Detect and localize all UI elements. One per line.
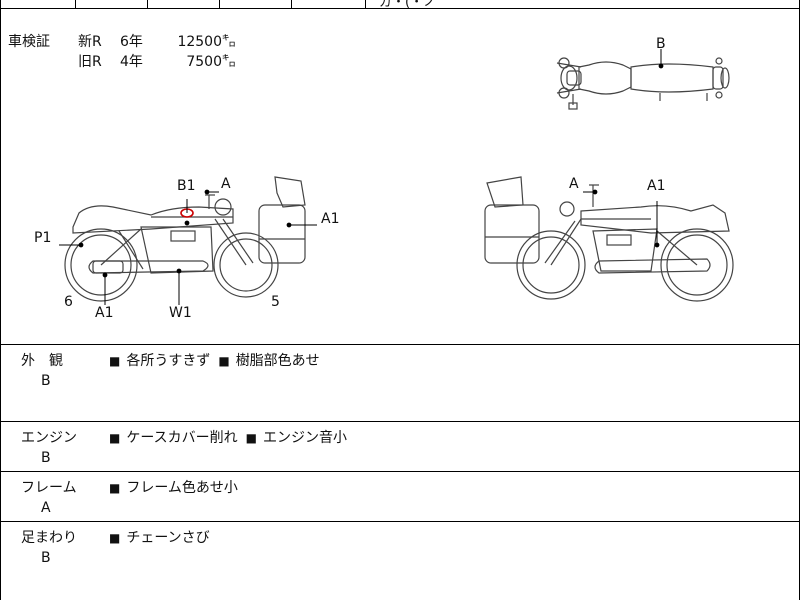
condition-grade: B <box>41 373 51 389</box>
inspection-years: 4年 <box>120 54 143 70</box>
condition-row-suspension: 足まわり B ■チェーンさび <box>1 522 799 600</box>
condition-grade: B <box>41 450 51 466</box>
motorcycle-left-view <box>64 176 306 302</box>
label-6: 6 <box>64 294 73 310</box>
condition-category: 外 観 <box>21 353 63 369</box>
condition-notes: ■フレーム色あせ小 <box>109 480 238 496</box>
top-cell <box>147 0 220 8</box>
label-b1: B1 <box>177 178 196 194</box>
label-5: 5 <box>271 294 280 310</box>
condition-row-engine: エンジン B ■ケースカバー削れ■エンジン音小 <box>1 422 799 472</box>
motorcycle-top-view <box>556 57 730 110</box>
condition-category: 足まわり <box>21 530 77 546</box>
condition-note: 各所うすきず <box>126 353 211 369</box>
label-a-right: A <box>569 176 579 192</box>
condition-grade: A <box>41 500 51 516</box>
label-a1-right: A1 <box>647 178 665 194</box>
top-cell <box>75 0 148 8</box>
condition-notes: ■ケースカバー削れ■エンジン音小 <box>109 430 347 446</box>
top-cell <box>1 0 76 8</box>
inspection-label: 車検証 <box>8 34 50 50</box>
label-p1: P1 <box>34 230 51 246</box>
label-w1: W1 <box>169 305 192 321</box>
motorcycle-diagrams: B B1 A A1 P1 6 A1 W1 5 A A1 <box>34 36 734 321</box>
condition-row-frame: フレーム A ■フレーム色あせ小 <box>1 472 799 522</box>
condition-grade: B <box>41 550 51 566</box>
motorcycle-right-view <box>484 176 734 302</box>
label-a1-case: A1 <box>321 211 339 227</box>
inspection-price: 12500㌔ <box>177 34 236 50</box>
top-cut-text: ガ・(・ノ <box>379 0 437 10</box>
label-a1-exhaust: A1 <box>95 305 113 321</box>
condition-category: エンジン <box>21 430 77 446</box>
inspection-price: 7500㌔ <box>186 54 236 70</box>
condition-note: 樹脂部色あせ <box>235 353 320 369</box>
condition-note: ケースカバー削れ <box>126 430 238 446</box>
inspection-type: 旧R <box>78 54 102 70</box>
label-a-left: A <box>221 176 231 192</box>
inspection-row: 旧R 4年 7500㌔ <box>8 52 236 72</box>
condition-row-exterior: 外 観 B ■各所うすきず■樹脂部色あせ <box>1 345 799 422</box>
top-strip: ガ・(・ノ <box>1 0 799 10</box>
condition-note: チェーンさび <box>126 530 210 546</box>
inspection-type: 新R <box>78 34 102 50</box>
label-top-view: B <box>656 36 666 52</box>
damage-diagram-section: 車検証 新R 6年 12500㌔ 旧R 4年 7500㌔ <box>1 9 799 345</box>
condition-notes: ■各所うすきず■樹脂部色あせ <box>109 353 320 369</box>
inspection-years: 6年 <box>120 34 143 50</box>
inspection-info: 車検証 新R 6年 12500㌔ 旧R 4年 7500㌔ <box>8 32 236 72</box>
top-cell <box>219 0 292 8</box>
condition-notes: ■チェーンさび <box>109 530 210 546</box>
condition-note: エンジン音小 <box>263 430 347 446</box>
condition-note: フレーム色あせ小 <box>126 480 238 496</box>
condition-category: フレーム <box>21 480 77 496</box>
top-cell <box>291 0 366 8</box>
inspection-row: 車検証 新R 6年 12500㌔ <box>8 32 236 52</box>
